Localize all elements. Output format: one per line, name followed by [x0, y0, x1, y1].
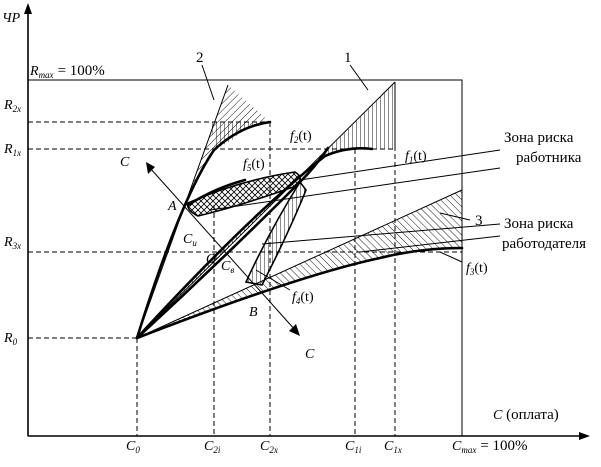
employer-zone-label-1: Зона риска: [504, 216, 574, 232]
curve-f1: [135, 147, 374, 340]
worker-pointer-2: [299, 149, 501, 181]
marker-2-pointer: [201, 64, 215, 101]
employer-pointer-2: [359, 235, 501, 253]
employer-zone-label-2: работодателя: [502, 236, 586, 252]
diagonal-line: [149, 167, 297, 332]
y-axis-arrow-icon: [24, 3, 32, 14]
marker-1: 1: [344, 50, 352, 66]
cmax-label: Cmax= 100%: [452, 438, 528, 455]
marker-3: 3: [475, 213, 483, 229]
line-3-upper: [136, 189, 463, 339]
y-axis-label: ЧР: [2, 11, 21, 26]
max-bounds-box: [27, 79, 463, 437]
zone-2-hatch: [137, 85, 270, 338]
f4-pointer: [255, 269, 291, 291]
point-a-label: A: [167, 199, 177, 214]
diagonal-arrow-bottom-icon: [289, 324, 300, 336]
curve-worker-upper: [186, 178, 247, 207]
r3x-label: R3x: [3, 235, 21, 251]
curve-f5: [135, 146, 330, 340]
c2i-label: C2i: [204, 439, 221, 455]
worker-zone-label-2: работника: [516, 150, 582, 166]
f4-label: f4(t): [292, 290, 314, 306]
diagonal-arrow-top-icon: [146, 162, 155, 174]
c1i-label: C1i: [345, 439, 362, 455]
r0-label: R0: [3, 331, 18, 347]
curve-f3: [135, 246, 464, 340]
zone-pointers: [201, 64, 501, 291]
employer-pointer-1: [261, 223, 501, 245]
r2x-label: R2x: [3, 98, 21, 114]
c0-label: C0: [126, 439, 140, 455]
curve-f2: [135, 120, 272, 340]
marker-2: 2: [196, 50, 204, 66]
worker-pointer-1: [209, 167, 501, 211]
diagonal-c-top-label: C: [120, 155, 130, 170]
c2x-label: C2x: [260, 439, 278, 455]
r1x-label: R1x: [3, 142, 21, 158]
worker-zone-label-1: Зона риска: [504, 130, 574, 146]
reference-lines: [28, 82, 462, 436]
f2-label: f2(t): [290, 129, 312, 145]
line-1-upper: [136, 81, 396, 339]
f1-label: f1(t): [405, 149, 427, 165]
f5-label: f5(t): [243, 157, 265, 173]
rmax-label: Rmax= 100%: [29, 63, 105, 80]
point-b-label: B: [249, 305, 258, 320]
point-cv-label: Cв: [221, 259, 234, 275]
f3-pointer: [439, 251, 463, 263]
point-o-label: O: [206, 252, 216, 267]
c1x-label: C1x: [384, 439, 402, 455]
zone-f2-hatch: [211, 122, 270, 150]
curves: [135, 120, 464, 340]
diagonal-c-bottom-label: C: [305, 347, 315, 362]
f3-label: f3(t): [466, 261, 488, 277]
zone-f4-hatch: [244, 180, 307, 286]
x-axis-arrow-icon: [579, 432, 590, 440]
marker-1-pointer: [349, 64, 369, 91]
diagonal-c-axis: [146, 162, 300, 336]
x-axis-label: C (оплата): [493, 407, 559, 423]
point-cu-label: Cu: [183, 232, 197, 248]
marker-3-pointer: [439, 212, 471, 221]
